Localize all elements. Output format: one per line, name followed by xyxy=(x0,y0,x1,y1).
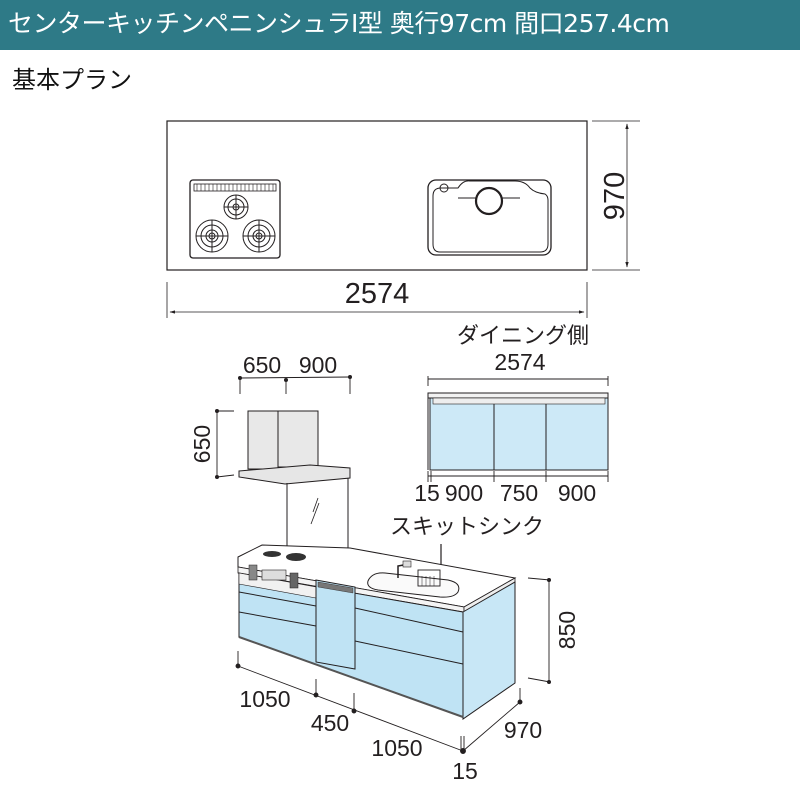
dining-side-title: ダイニング側 xyxy=(457,324,589,349)
plan-depth-label: 970 xyxy=(599,172,631,220)
elevation-height-dim: 850 xyxy=(527,577,580,684)
plan-subtitle: 基本プラン xyxy=(12,66,132,94)
hood-dim-650: 650 xyxy=(243,352,281,378)
hood-dim-900: 900 xyxy=(299,352,337,378)
elevation-dim-1050a: 1050 xyxy=(239,686,290,712)
elevation-height-label: 850 xyxy=(554,611,580,649)
sink-label: スキットシンク xyxy=(390,515,544,540)
dining-dim-15: 15 xyxy=(414,480,440,506)
header-bar: センターキッチンペニンシュラI型 奥行97cm 間口257.4cm xyxy=(0,0,800,50)
plan-view: 2574 970 xyxy=(166,120,640,318)
dining-dim-900a: 900 xyxy=(445,480,483,506)
plan-width-label: 2574 xyxy=(345,278,410,310)
dining-width-label: 2574 xyxy=(494,349,545,375)
dining-dim-750: 750 xyxy=(500,480,538,506)
hood-height-label: 650 xyxy=(189,425,215,463)
page-title: センターキッチンペニンシュラI型 奥行97cm 間口257.4cm xyxy=(8,9,670,38)
elevation-dim-450: 450 xyxy=(311,710,349,736)
kitchen-elevation xyxy=(237,544,517,720)
range-hood: 650 900 650 xyxy=(189,352,352,556)
dining-dim-900b: 900 xyxy=(558,480,596,506)
gas-stove-icon xyxy=(189,179,281,259)
sink-icon xyxy=(427,179,552,256)
elevation-bottom-dims xyxy=(235,651,523,754)
elevation-dim-15: 15 xyxy=(452,758,478,784)
elevation-dim-1050b: 1050 xyxy=(371,735,422,761)
dining-side-view: ダイニング側 2574 15 900 750 900 xyxy=(414,324,609,506)
elevation-depth-label: 970 xyxy=(504,717,542,743)
